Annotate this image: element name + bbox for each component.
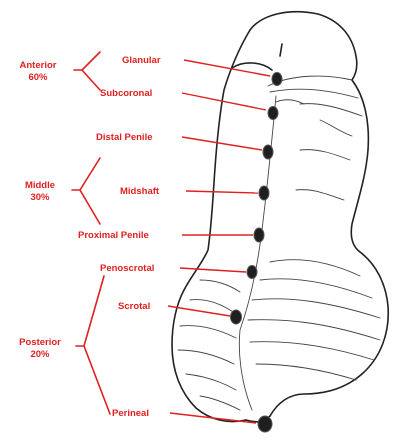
leader-perineal (170, 413, 256, 423)
dot-subcoronal (268, 107, 278, 120)
group-middle-name: Middle (25, 180, 55, 191)
label-distal-penile: Distal Penile (96, 132, 153, 143)
leader-midshaft (186, 191, 258, 193)
meatus-dots (231, 73, 283, 433)
dot-glanular (272, 73, 282, 86)
label-scrotal: Scrotal (118, 301, 150, 312)
leader-penoscrotal (180, 268, 246, 272)
label-proximal-penile: Proximal Penile (78, 230, 149, 241)
dot-proximal-penile (254, 228, 264, 242)
group-posterior-name: Posterior (19, 337, 61, 348)
label-midshaft: Midshaft (120, 186, 160, 197)
brace-middle (72, 158, 100, 224)
dot-scrotal (231, 310, 242, 324)
brace-anterior (74, 52, 100, 90)
dot-distal-penile (263, 145, 273, 159)
group-anterior-name: Anterior (20, 60, 57, 71)
label-subcoronal: Subcoronal (100, 88, 152, 99)
group-middle-pct: 30% (30, 192, 50, 203)
leader-scrotal (168, 306, 230, 316)
group-labels: Anterior 60% Middle 30% Posterior 20% (19, 60, 61, 360)
group-posterior-pct: 20% (30, 349, 50, 360)
brace-posterior (76, 276, 110, 414)
leader-glanular (184, 60, 270, 76)
leader-distal-penile (182, 137, 262, 150)
leader-lines (168, 60, 270, 423)
label-penoscrotal: Penoscrotal (100, 263, 154, 274)
dot-penoscrotal (247, 266, 257, 279)
label-perineal: Perineal (112, 408, 149, 419)
leader-subcoronal (182, 93, 266, 110)
dot-midshaft (259, 186, 269, 200)
label-glanular: Glanular (122, 55, 161, 66)
group-anterior-pct: 60% (28, 72, 48, 83)
dot-perineal (258, 416, 272, 432)
